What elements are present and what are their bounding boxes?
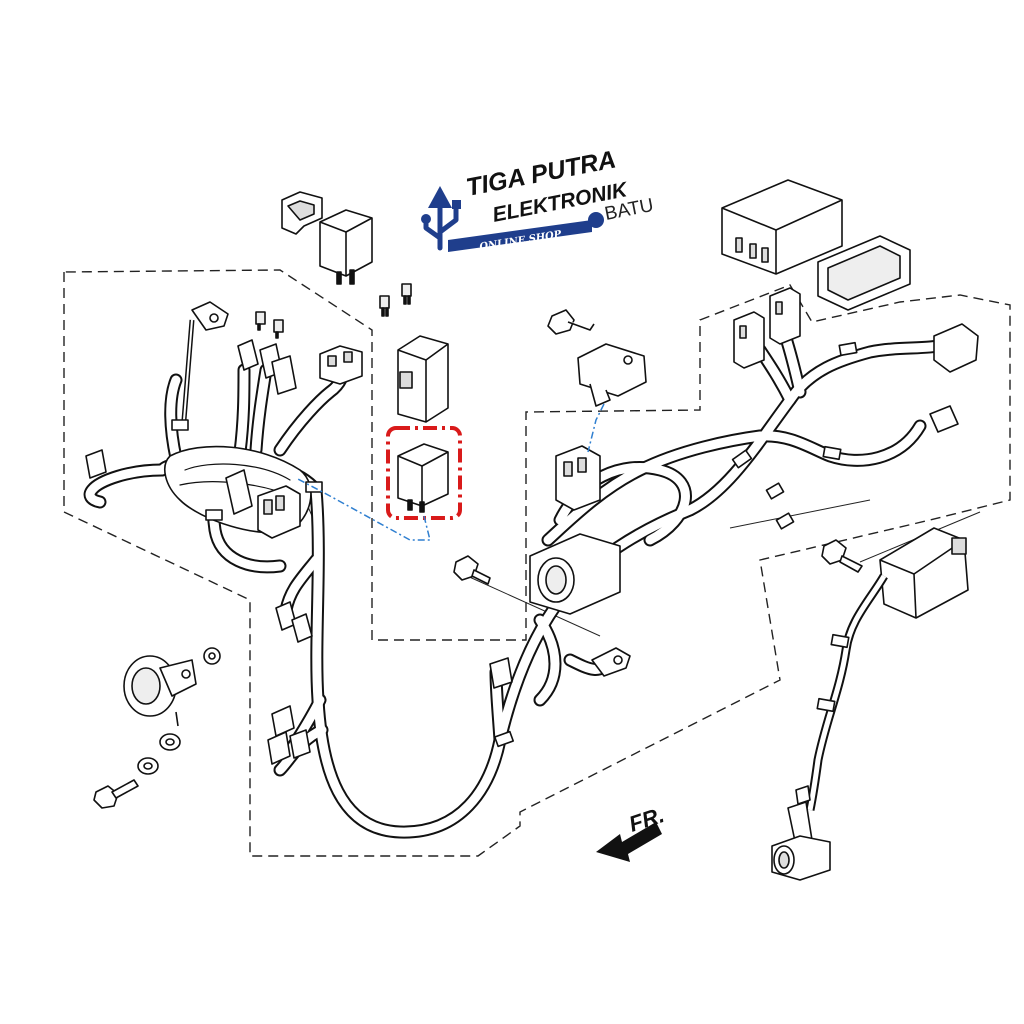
ecu-cover — [817, 235, 911, 311]
horn-assembly — [93, 647, 221, 809]
harness-connectors — [85, 287, 979, 765]
ignition-coil — [795, 527, 969, 811]
ecu-module — [721, 179, 843, 275]
bolts — [453, 539, 863, 585]
callout-lines — [295, 403, 605, 541]
sensor-assembly — [547, 309, 647, 407]
relay-upper — [397, 335, 449, 423]
online-shop-band — [448, 220, 592, 252]
relay-highlighted — [397, 443, 449, 513]
spark-plug-cap — [771, 801, 831, 881]
top-left-parts — [255, 191, 412, 339]
usb-trident-icon — [421, 186, 461, 251]
